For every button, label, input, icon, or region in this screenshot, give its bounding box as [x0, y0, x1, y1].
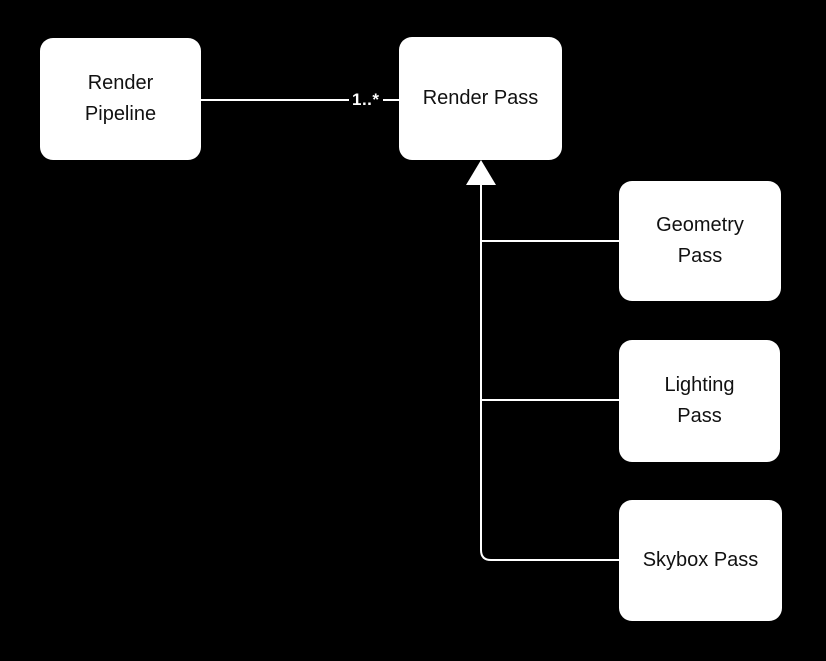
inheritance-arrowhead-icon	[466, 160, 496, 185]
node-geometry-pass: Geometry Pass	[619, 181, 781, 301]
inheritance-trunk-edge	[480, 184, 619, 561]
node-render-pass-label: Render Pass	[422, 87, 539, 109]
node-lighting-pass-label: Lighting Pass	[664, 374, 735, 427]
node-geometry-pass-label: Geometry Pass	[656, 214, 744, 267]
multiplicity-label: 1..*	[349, 89, 383, 111]
node-skybox-pass: Skybox Pass	[619, 500, 782, 621]
node-render-pipeline-label: Render Pipeline	[84, 72, 157, 125]
node-skybox-pass-label: Skybox Pass	[642, 549, 759, 571]
node-render-pass: Render Pass	[399, 37, 562, 160]
node-render-pipeline: Render Pipeline	[40, 38, 201, 160]
node-lighting-pass: Lighting Pass	[619, 340, 780, 462]
